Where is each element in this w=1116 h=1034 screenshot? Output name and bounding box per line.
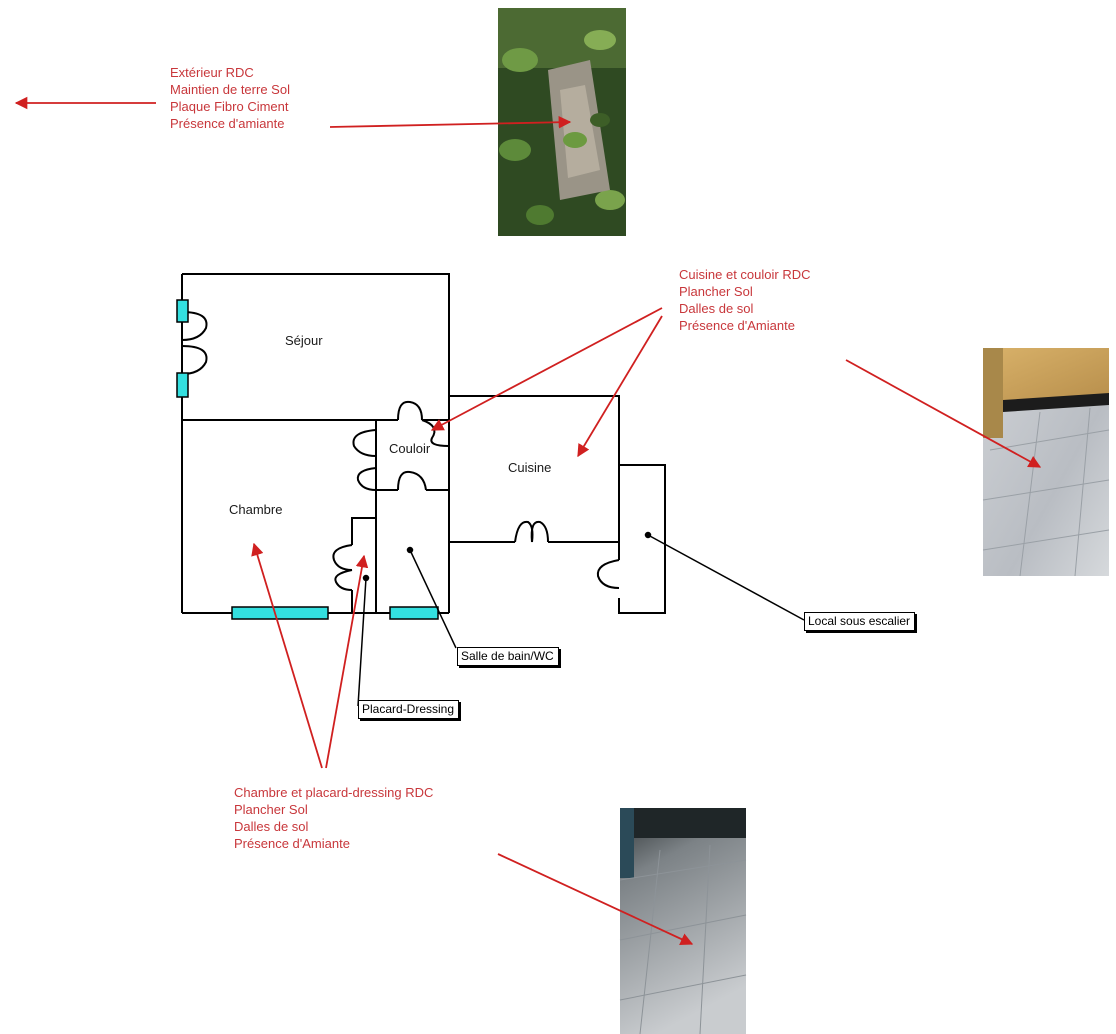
note-cuisine-line-3: Dalles de sol <box>679 301 754 316</box>
note-exterieur-line-4: Présence d'amiante <box>170 116 285 131</box>
arrow-cuisine-photo <box>845 359 1042 468</box>
note-chambre-line-2: Plancher Sol <box>234 802 308 817</box>
note-exterieur-line-2: Maintien de terre Sol <box>170 82 290 97</box>
room-label-cuisine: Cuisine <box>508 460 552 475</box>
note-chambre: Chambre et placard-dressing RDC Plancher… <box>234 784 433 852</box>
photo-bedroom-floor-tiles <box>619 808 747 1034</box>
callout-local-sous-escalier: Local sous escalier <box>804 612 916 631</box>
photo-ivy-fibro-cement <box>498 8 626 236</box>
photo-kitchen-floor-tiles <box>982 348 1110 577</box>
callout-placard-dressing: Placard-Dressing <box>358 700 460 719</box>
note-chambre-line-3: Dalles de sol <box>234 819 309 834</box>
note-chambre-line-1: Chambre et placard-dressing RDC <box>234 785 434 800</box>
arrow-cuisine-couloir <box>430 307 663 431</box>
note-cuisine-line-4: Présence d'Amiante <box>679 318 795 333</box>
arrow-chambre-room <box>251 542 323 769</box>
callout-salle-de-bain: Salle de bain/WC <box>457 647 559 666</box>
note-chambre-line-4: Présence d'Amiante <box>234 836 350 851</box>
note-exterieur-line-3: Plaque Fibro Ciment <box>170 99 289 114</box>
plan-doors <box>181 311 620 591</box>
note-cuisine-line-1: Cuisine et couloir RDC <box>679 267 811 282</box>
room-label-couloir: Couloir <box>389 441 431 456</box>
note-exterieur: Extérieur RDC Maintien de terre Sol Plaq… <box>170 64 290 132</box>
note-cuisine: Cuisine et couloir RDC Plancher Sol Dall… <box>679 266 811 334</box>
note-cuisine-line-2: Plancher Sol <box>679 284 753 299</box>
arrow-chambre-photo <box>497 853 694 945</box>
arrow-chambre-placard <box>325 554 369 769</box>
arrow-exterieur-photo <box>329 115 572 129</box>
arrow-cuisine-room <box>577 315 663 458</box>
annotation-arrows <box>14 96 1042 945</box>
callout-pointers <box>357 531 805 707</box>
room-label-sejour: Séjour <box>285 333 323 348</box>
room-label-chambre: Chambre <box>229 502 283 517</box>
note-exterieur-line-1: Extérieur RDC <box>170 65 254 80</box>
plan-windows <box>176 299 439 620</box>
